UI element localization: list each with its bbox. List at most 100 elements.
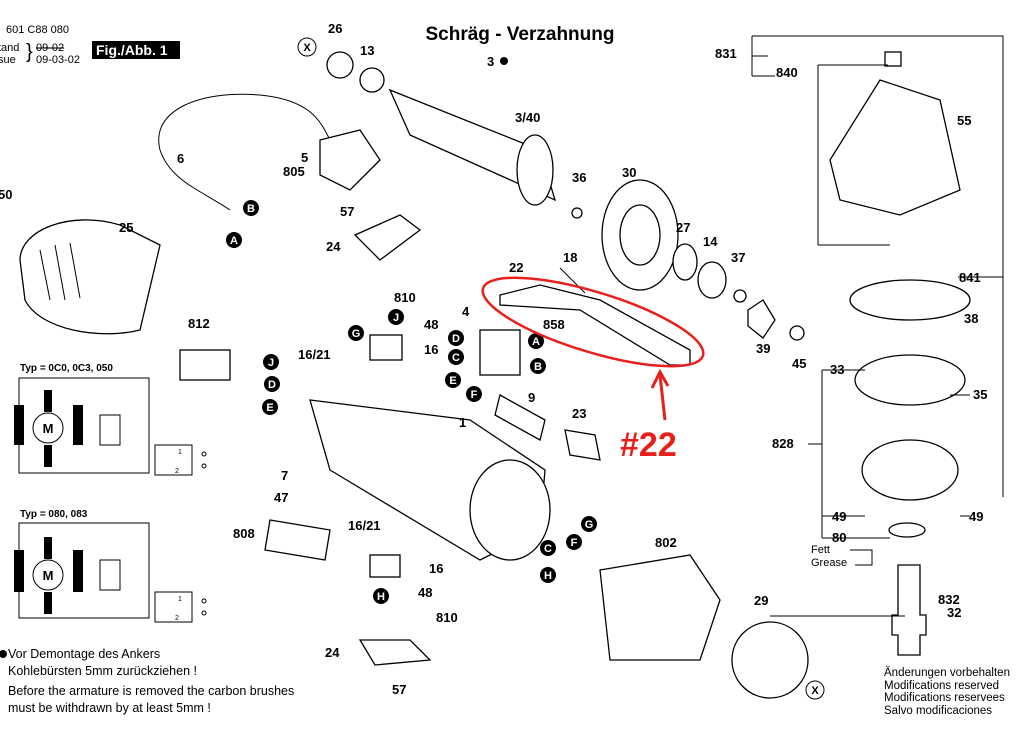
connector-a: A — [226, 232, 242, 248]
svg-text:J: J — [268, 357, 274, 369]
label-27: 27 — [676, 220, 690, 235]
connector-markers: X B A J G J D E D C E F A B G C F H H X — [226, 37, 825, 700]
label-29: 29 — [754, 593, 768, 608]
svg-text:B: B — [534, 361, 542, 373]
label-3-40: 3/40 — [515, 110, 540, 125]
label-810-top: 810 — [394, 290, 416, 305]
label-33: 33 — [830, 362, 844, 377]
svg-text:F: F — [471, 389, 478, 401]
svg-text:G: G — [352, 328, 361, 340]
connector-d: D — [448, 330, 464, 346]
svg-text:Typ = 0C0, 0C3, 050: Typ = 0C0, 0C3, 050 — [20, 363, 113, 374]
brace: } — [26, 41, 33, 63]
label-16-top: 16 — [424, 342, 438, 357]
connector-f: F — [466, 386, 482, 402]
label-6: 6 — [177, 151, 184, 166]
svg-text:1: 1 — [178, 596, 182, 603]
connector-h: H — [373, 588, 389, 604]
switch-parts — [179, 214, 601, 666]
highlight-annotation: #22 — [481, 276, 705, 464]
connector-x-top: X — [297, 37, 317, 57]
label-828: 828 — [772, 436, 794, 451]
label-57-bottom: 57 — [392, 682, 406, 697]
label-812: 812 — [188, 316, 210, 331]
svg-text:G: G — [585, 519, 594, 531]
label-840: 840 — [776, 65, 798, 80]
motor-housing-1 — [309, 399, 551, 561]
label-26: 26 — [328, 21, 342, 36]
label-4: 4 — [462, 304, 470, 319]
label-57-top: 57 — [340, 204, 354, 219]
fan-baffle-30 — [571, 179, 805, 341]
disclaimer-es: Salvo modificaciones — [884, 704, 993, 717]
connector-e: E — [262, 399, 278, 415]
connector-d: D — [264, 376, 280, 392]
label-16-21-bottom: 16/21 — [348, 518, 381, 533]
svg-text:X: X — [811, 685, 819, 697]
connector-b: B — [530, 358, 546, 374]
label-47: 47 — [274, 490, 288, 505]
label-5: 5 — [301, 150, 308, 165]
svg-text:M: M — [43, 421, 54, 436]
part-number: 601 C88 080 — [6, 24, 69, 36]
label-831: 831 — [715, 46, 737, 61]
issue-label: sue — [0, 54, 16, 66]
label-45: 45 — [792, 356, 806, 371]
svg-text:H: H — [377, 591, 385, 603]
armature-note-dot — [500, 57, 508, 65]
label-39: 39 — [756, 341, 770, 356]
svg-text:H: H — [544, 570, 552, 582]
label-805: 805 — [283, 164, 305, 179]
label-50: 50 — [0, 187, 12, 202]
label-48-bottom: 48 — [418, 585, 432, 600]
label-30: 30 — [622, 165, 636, 180]
grease-de: Fett — [811, 544, 830, 556]
gear-head-housing — [829, 51, 971, 656]
svg-text:A: A — [532, 336, 540, 348]
label-49-left: 49 — [832, 509, 846, 524]
wiring-diagram-1: Typ = 0C0, 0C3, 050 M 1 2 — [14, 363, 207, 476]
power-cord — [158, 93, 381, 211]
note-en-line1: Before the armature is removed the carbo… — [8, 684, 295, 698]
disclaimer-en: Modifications reserved — [884, 679, 1000, 692]
disclaimer: Änderungen vorbehalten Modifications res… — [884, 667, 1010, 717]
label-13: 13 — [360, 43, 374, 58]
connector-a: A — [528, 333, 544, 349]
svg-text:X: X — [303, 42, 311, 54]
label-22: 22 — [509, 260, 523, 275]
label-36: 36 — [572, 170, 586, 185]
label-25: 25 — [119, 220, 133, 235]
svg-text:D: D — [268, 379, 276, 391]
disclaimer-de: Änderungen vorbehalten — [884, 667, 1010, 679]
label-14: 14 — [703, 234, 718, 249]
figure-badge — [92, 41, 180, 59]
svg-text:B: B — [247, 203, 255, 215]
connector-e: E — [445, 372, 461, 388]
svg-text:E: E — [266, 402, 273, 414]
label-38: 38 — [964, 311, 978, 326]
label-7: 7 — [281, 468, 288, 483]
disassembly-note: Vor Demontage des Ankers Kohlebürsten 5m… — [8, 646, 294, 717]
label-80: 80 — [832, 530, 846, 545]
old-date: 09-02 — [36, 42, 64, 54]
label-55: 55 — [957, 113, 971, 128]
svg-text:D: D — [452, 333, 460, 345]
svg-text:M: M — [43, 568, 54, 583]
label-18: 18 — [563, 250, 577, 265]
label-16-bottom: 16 — [429, 561, 443, 576]
assembly-brackets — [751, 35, 1004, 617]
svg-text:A: A — [230, 235, 238, 247]
label-9: 9 — [528, 390, 535, 405]
note-en-line2: must be withdrawn by at least 5mm ! — [8, 701, 211, 715]
note-de-line2: Kohlebürsten 5mm zurückziehen ! — [8, 664, 197, 678]
label-858: 858 — [543, 317, 565, 332]
svg-text:2: 2 — [175, 615, 179, 622]
annotation-label: #22 — [620, 426, 677, 464]
connector-c: C — [448, 349, 464, 365]
label-832: 832 — [938, 592, 960, 607]
svg-text:1: 1 — [178, 449, 182, 456]
note-de-line1: Vor Demontage des Ankers — [8, 647, 161, 661]
rear-housing-25 — [19, 219, 161, 335]
label-37: 37 — [731, 250, 745, 265]
